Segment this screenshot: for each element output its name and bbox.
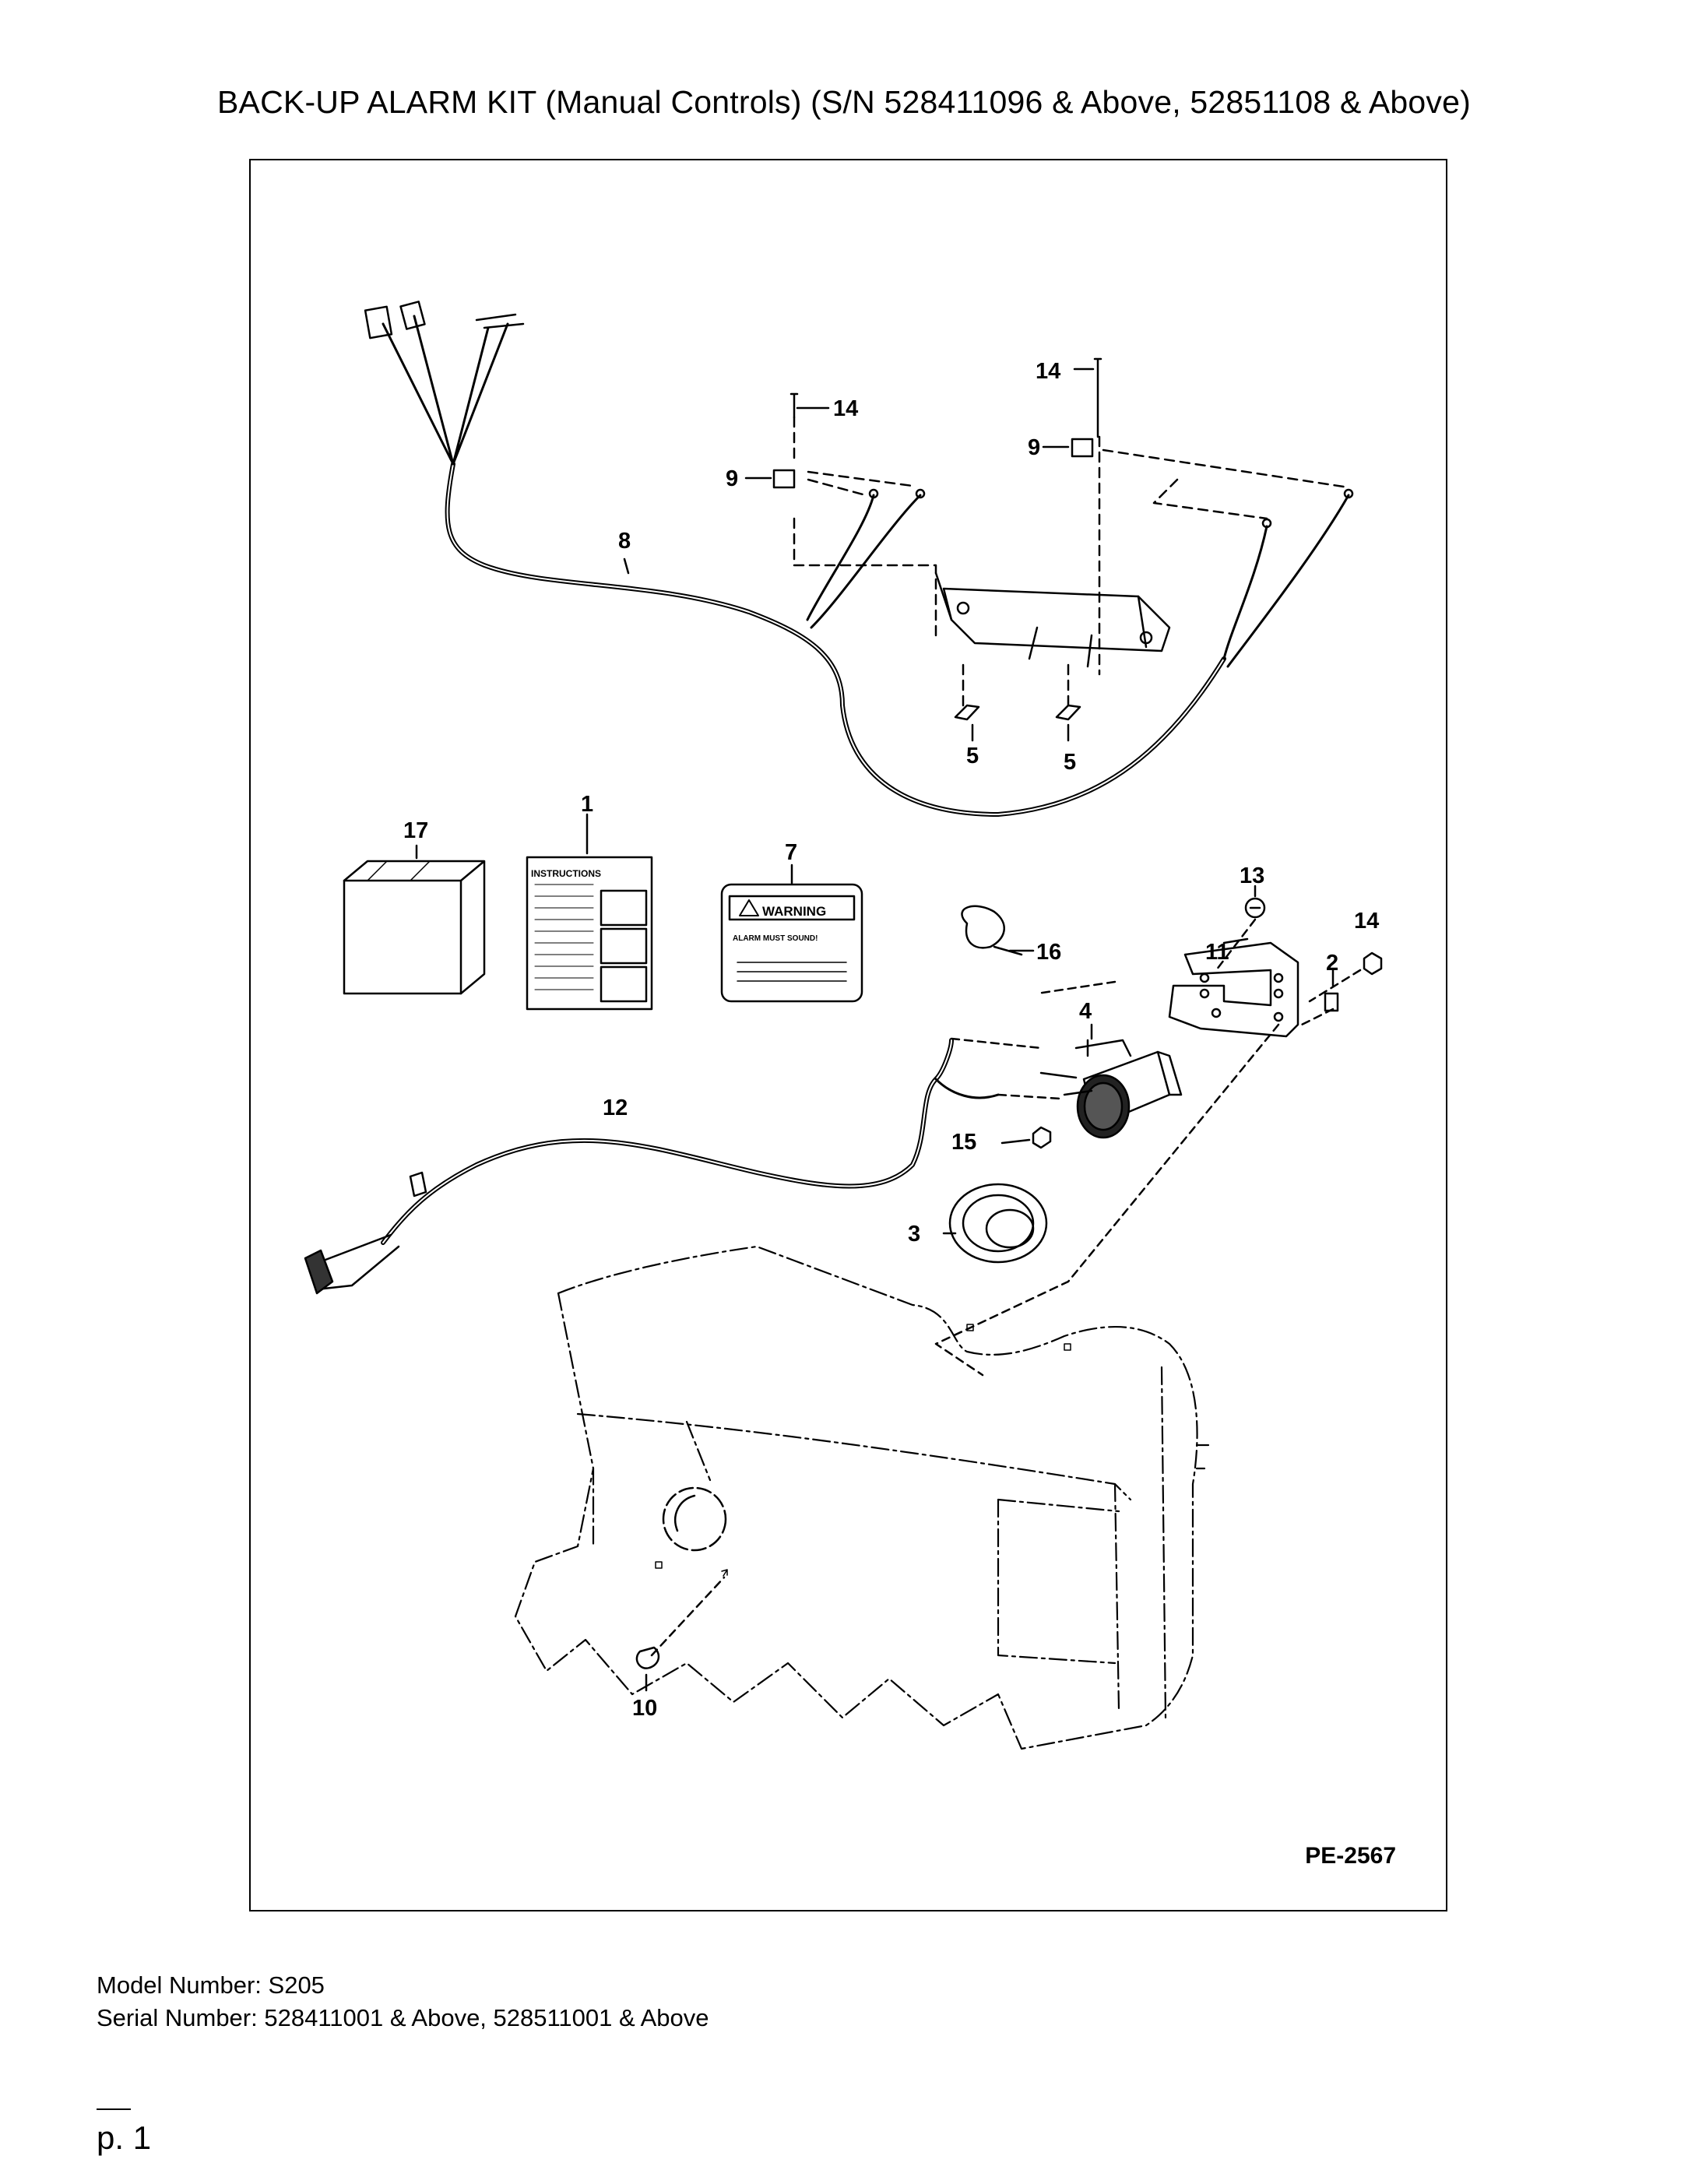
- clamp-9-right: [1071, 438, 1094, 458]
- parts-diagram-frame: 14 14 9 9 8 5 5 17 1 7 16 13 14 11 2 4 1…: [249, 159, 1447, 1911]
- mounting-bracket-6: [1168, 941, 1299, 1038]
- spacer-5-left: [954, 704, 980, 721]
- wiring-harness-10: [304, 1037, 1062, 1295]
- figure-id: PE-2567: [1305, 1843, 1396, 1869]
- instructions-heading: INSTRUCTIONS: [531, 868, 601, 879]
- callout-6: 11: [1205, 940, 1229, 965]
- callout-3: 3: [908, 1222, 920, 1247]
- callout-5b: 5: [1064, 750, 1076, 775]
- serial-number: Serial Number: 528411001 & Above, 528511…: [97, 2004, 709, 2031]
- callout-9b: 9: [1028, 435, 1040, 460]
- light-bracket: [934, 571, 1171, 668]
- packaging-box-17: [343, 844, 486, 995]
- callout-14b: 14: [1036, 359, 1060, 384]
- callout-11: 13: [1240, 863, 1264, 888]
- callout-10: 12: [603, 1096, 628, 1120]
- bolt-14-right: [1093, 357, 1102, 438]
- callout-14a: 14: [833, 396, 858, 421]
- warning-heading: WARNING: [762, 904, 826, 919]
- callout-7: 7: [785, 840, 797, 865]
- nut-15: [1032, 1126, 1052, 1149]
- callout-4: 4: [1079, 999, 1092, 1024]
- spacer-5-right: [1055, 704, 1081, 721]
- backup-alarm-4: [1039, 1023, 1183, 1139]
- grommet-3: [942, 1183, 1048, 1264]
- bolt-11: [1244, 897, 1266, 919]
- nut-2: [1324, 992, 1339, 1012]
- warning-text: ALARM MUST SOUND!: [733, 934, 818, 943]
- instructions-sheet-1: [526, 813, 653, 1011]
- exploded-parts-diagram: 14 14 9 9 8 5 5 17 1 7 16 13 14 11 2 4 1…: [304, 301, 1383, 1750]
- wiring-harness-8: [364, 301, 1354, 817]
- callout-9a: 9: [726, 466, 738, 491]
- callout-12: 10: [632, 1696, 657, 1721]
- machine-rear-body: [514, 1245, 1210, 1750]
- bolt-14-left: [789, 392, 799, 419]
- callout-2: 2: [1326, 951, 1338, 976]
- callout-8: 8: [618, 529, 631, 554]
- callout-1: 1: [581, 792, 593, 817]
- callout-16: 16: [1036, 940, 1061, 965]
- warning-decal-7: [720, 863, 863, 1003]
- nut-13: [1363, 951, 1383, 976]
- page-rule: [97, 2108, 131, 2110]
- page-number: p. 1: [97, 2119, 152, 2156]
- model-number: Model Number: S205: [97, 1971, 325, 1999]
- callout-17: 17: [403, 818, 428, 843]
- callout-5a: 5: [966, 744, 979, 768]
- clamp-9-left: [772, 469, 796, 489]
- plug-12: [635, 1576, 726, 1692]
- cable-tie-16: [961, 905, 1035, 956]
- callout-15: 15: [951, 1130, 976, 1155]
- page-title: BACK-UP ALARM KIT (Manual Controls) (S/N…: [217, 84, 1471, 120]
- callout-13: 14: [1354, 909, 1379, 934]
